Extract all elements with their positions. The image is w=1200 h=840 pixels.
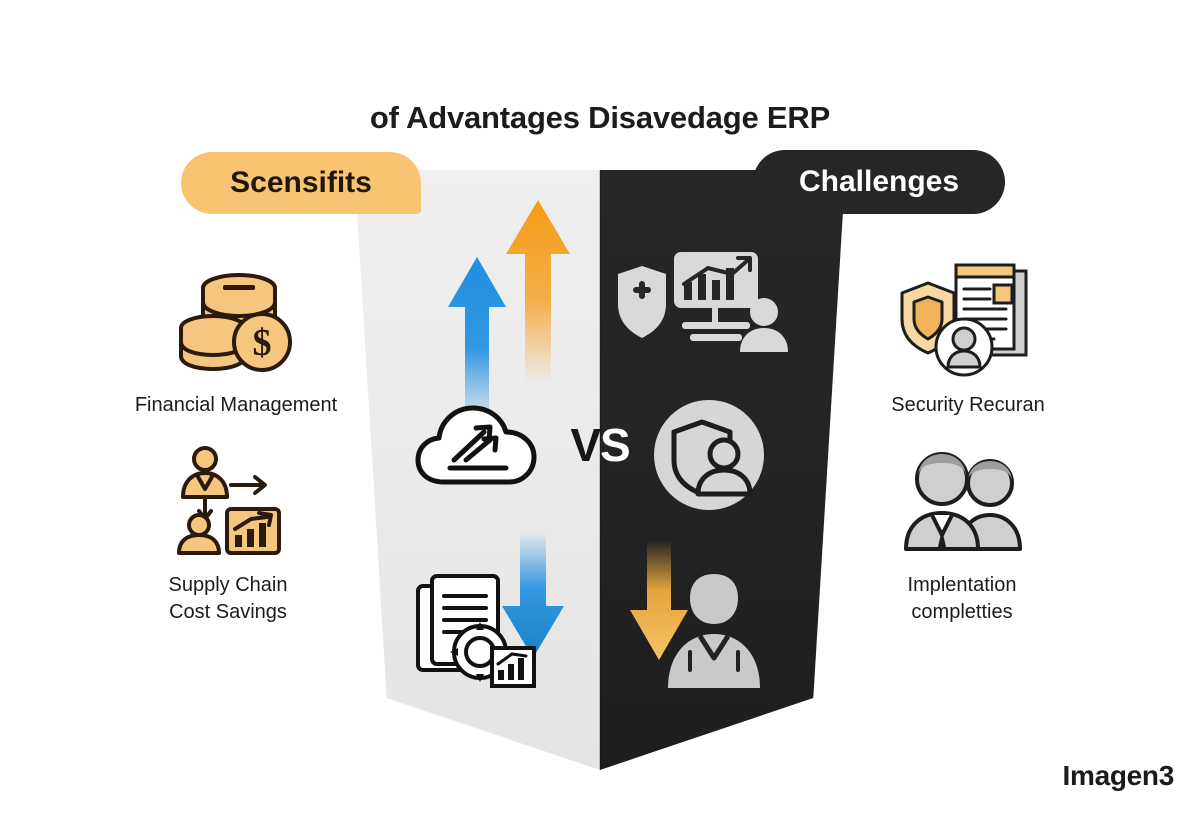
arrow-down-blue <box>500 532 566 660</box>
benefit-item-financial-management[interactable]: $ Financial Management <box>96 262 376 419</box>
benefits-pill-label: Scensifits <box>230 166 372 199</box>
arrow-up-blue <box>446 255 508 425</box>
challenge-item-security[interactable]: Security Recuran <box>828 262 1108 419</box>
benefit-item-caption: Financial Management <box>134 394 338 416</box>
arrow-up-amber <box>504 198 572 383</box>
challenge-item-caption: Security Recuran <box>891 394 1045 416</box>
shield-document-user-icon <box>828 262 1108 380</box>
person-icon <box>660 572 768 690</box>
two-people-icon <box>822 442 1102 560</box>
org-chart-growth-icon <box>88 442 368 560</box>
challenges-pill-label: Challenges <box>798 165 960 198</box>
benefits-pill[interactable]: Scensifits <box>181 152 421 214</box>
challenges-pill[interactable]: Challenges <box>753 150 1005 214</box>
documents-gear-chart-icon <box>412 570 538 692</box>
arrow-down-amber <box>628 540 690 662</box>
cloud-analytics-icon <box>414 398 540 490</box>
training-presentation-icon <box>612 248 792 356</box>
vs-right-letter: S <box>600 419 631 471</box>
page-title: of Advantages Disavedage ERP <box>369 100 831 135</box>
coins-dollar-icon: $ <box>96 262 376 380</box>
panel-seam <box>599 170 601 770</box>
watermark: Imagen3 <box>1062 760 1175 791</box>
vs-left-letter: V <box>570 419 601 471</box>
shield-person-badge-icon <box>652 398 766 512</box>
svg-text:$: $ <box>253 322 272 364</box>
